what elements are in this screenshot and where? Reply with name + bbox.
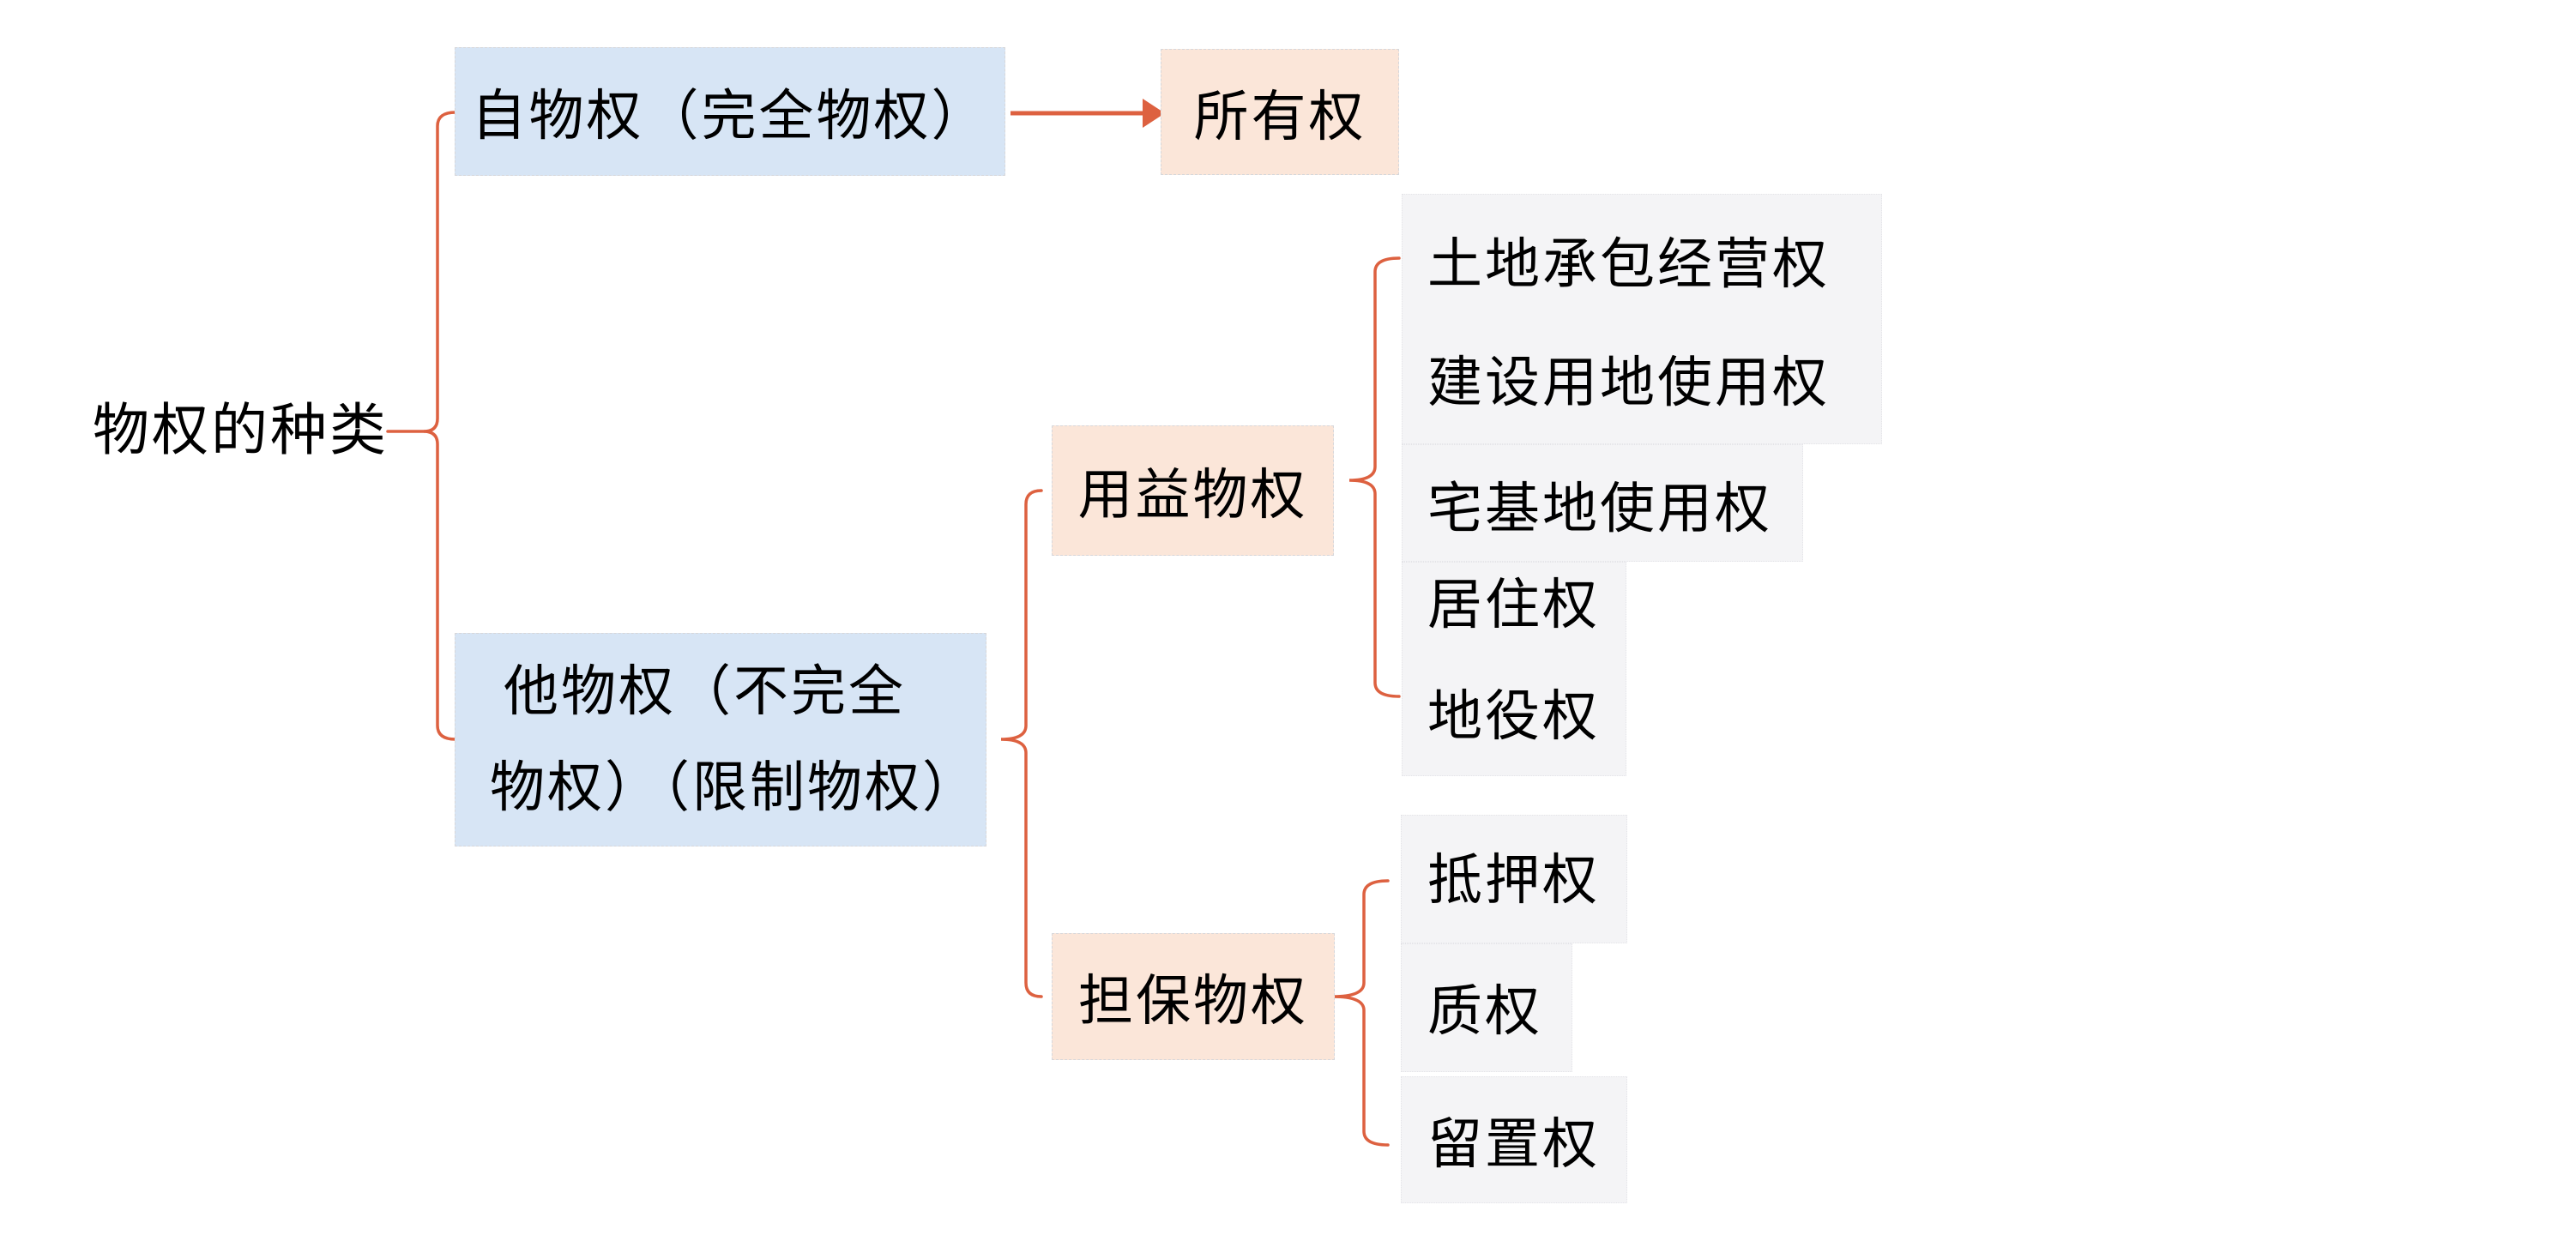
node-suoyouquan-label: 所有权 xyxy=(1193,86,1366,148)
tawuquan-children-brace xyxy=(1000,489,1043,998)
node-ziwuquan-label: 自物权（完全物权） xyxy=(471,86,989,147)
node-tawuquan[interactable]: 他物权（不完全 物权）（限制物权） xyxy=(455,633,986,846)
node-ziwuquan[interactable]: 自物权（完全物权） xyxy=(455,47,1005,176)
panel-yongyi-row-3 xyxy=(1402,444,1803,562)
node-tawuquan-line1: 他物权（不完全 xyxy=(504,660,906,722)
list-item-jiansheyongdi[interactable]: 建设用地使用权 xyxy=(1427,352,1830,413)
panel-danbao-row-3 xyxy=(1401,1076,1627,1203)
node-yongyiwuquan-label: 用益物权 xyxy=(1077,465,1308,526)
list-item-diyaquan[interactable]: 抵押权 xyxy=(1427,850,1600,911)
list-item-zhiquan[interactable]: 质权 xyxy=(1427,981,1542,1042)
node-danbaowuquan-label: 担保物权 xyxy=(1078,971,1308,1032)
root-node-label[interactable]: 物权的种类 xyxy=(93,400,389,462)
list-item-juzhuquan[interactable]: 居住权 xyxy=(1427,575,1600,636)
node-yongyiwuquan[interactable]: 用益物权 xyxy=(1052,425,1334,556)
list-item-liuzhiquan[interactable]: 留置权 xyxy=(1427,1114,1600,1175)
panel-danbao-row-2 xyxy=(1401,943,1572,1072)
yongyi-children-brace xyxy=(1348,256,1401,698)
list-item-diyiquan[interactable]: 地役权 xyxy=(1427,686,1600,747)
panel-yongyi-rows-4-5 xyxy=(1402,562,1626,776)
arrow-head-icon xyxy=(1143,99,1165,128)
root-brace xyxy=(423,111,457,741)
panel-yongyi-rows-1-2 xyxy=(1402,194,1882,444)
list-item-zhaijidi[interactable]: 宅基地使用权 xyxy=(1427,479,1772,539)
node-tawuquan-line2: 物权）（限制物权） xyxy=(490,756,980,818)
node-danbaowuquan[interactable]: 担保物权 xyxy=(1052,933,1335,1060)
panel-danbao-row-1 xyxy=(1401,815,1627,943)
danbao-children-brace xyxy=(1332,879,1390,1147)
list-item-tudichengbao[interactable]: 土地承包经营权 xyxy=(1427,234,1830,295)
node-suoyouquan[interactable]: 所有权 xyxy=(1161,49,1399,175)
